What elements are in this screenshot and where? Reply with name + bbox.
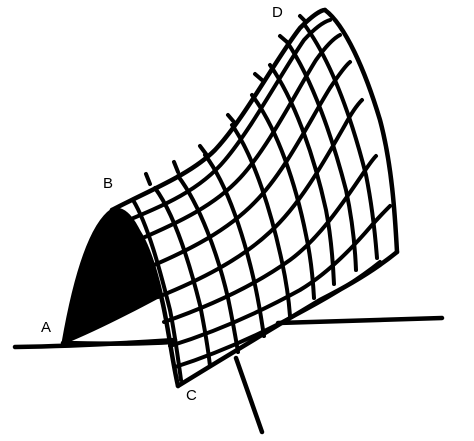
surface-grid-line (122, 18, 332, 224)
surface-grid-line (173, 260, 382, 369)
point-label-a: A (41, 319, 52, 336)
surface-back-edge (322, 7, 400, 255)
edge-a-c (60, 339, 175, 346)
top-edge-tick (172, 160, 180, 174)
axis-line (233, 355, 265, 435)
surface-grid-line (250, 93, 316, 300)
surface-grid-line (162, 154, 378, 324)
top-edge-tick (298, 14, 308, 24)
surface-grid-line (285, 40, 358, 272)
top-edge-tick (278, 34, 289, 44)
surface-grid-line (302, 22, 379, 260)
ground-line-right (275, 315, 445, 326)
surface-grid-line (230, 123, 292, 318)
top-edge-tick (198, 144, 208, 156)
surface-grid-line (153, 186, 212, 368)
point-label-c: C (186, 387, 197, 404)
point-label-b: B (103, 175, 114, 192)
point-label-d: D (272, 4, 283, 21)
top-edge-tick (144, 172, 152, 186)
surface-grid-line (168, 204, 392, 348)
top-edge-tick (253, 72, 264, 82)
cross-section-fill (61, 207, 160, 345)
surface-top-edge (109, 7, 328, 213)
surface-grid-line (176, 174, 240, 354)
surface-grid-line (203, 153, 266, 338)
surface-grid-line (136, 33, 342, 242)
surface-grid-line (131, 198, 183, 382)
top-edge-tick (226, 113, 236, 124)
surface-grid-line (145, 60, 352, 270)
surface-grid-line (268, 63, 336, 286)
